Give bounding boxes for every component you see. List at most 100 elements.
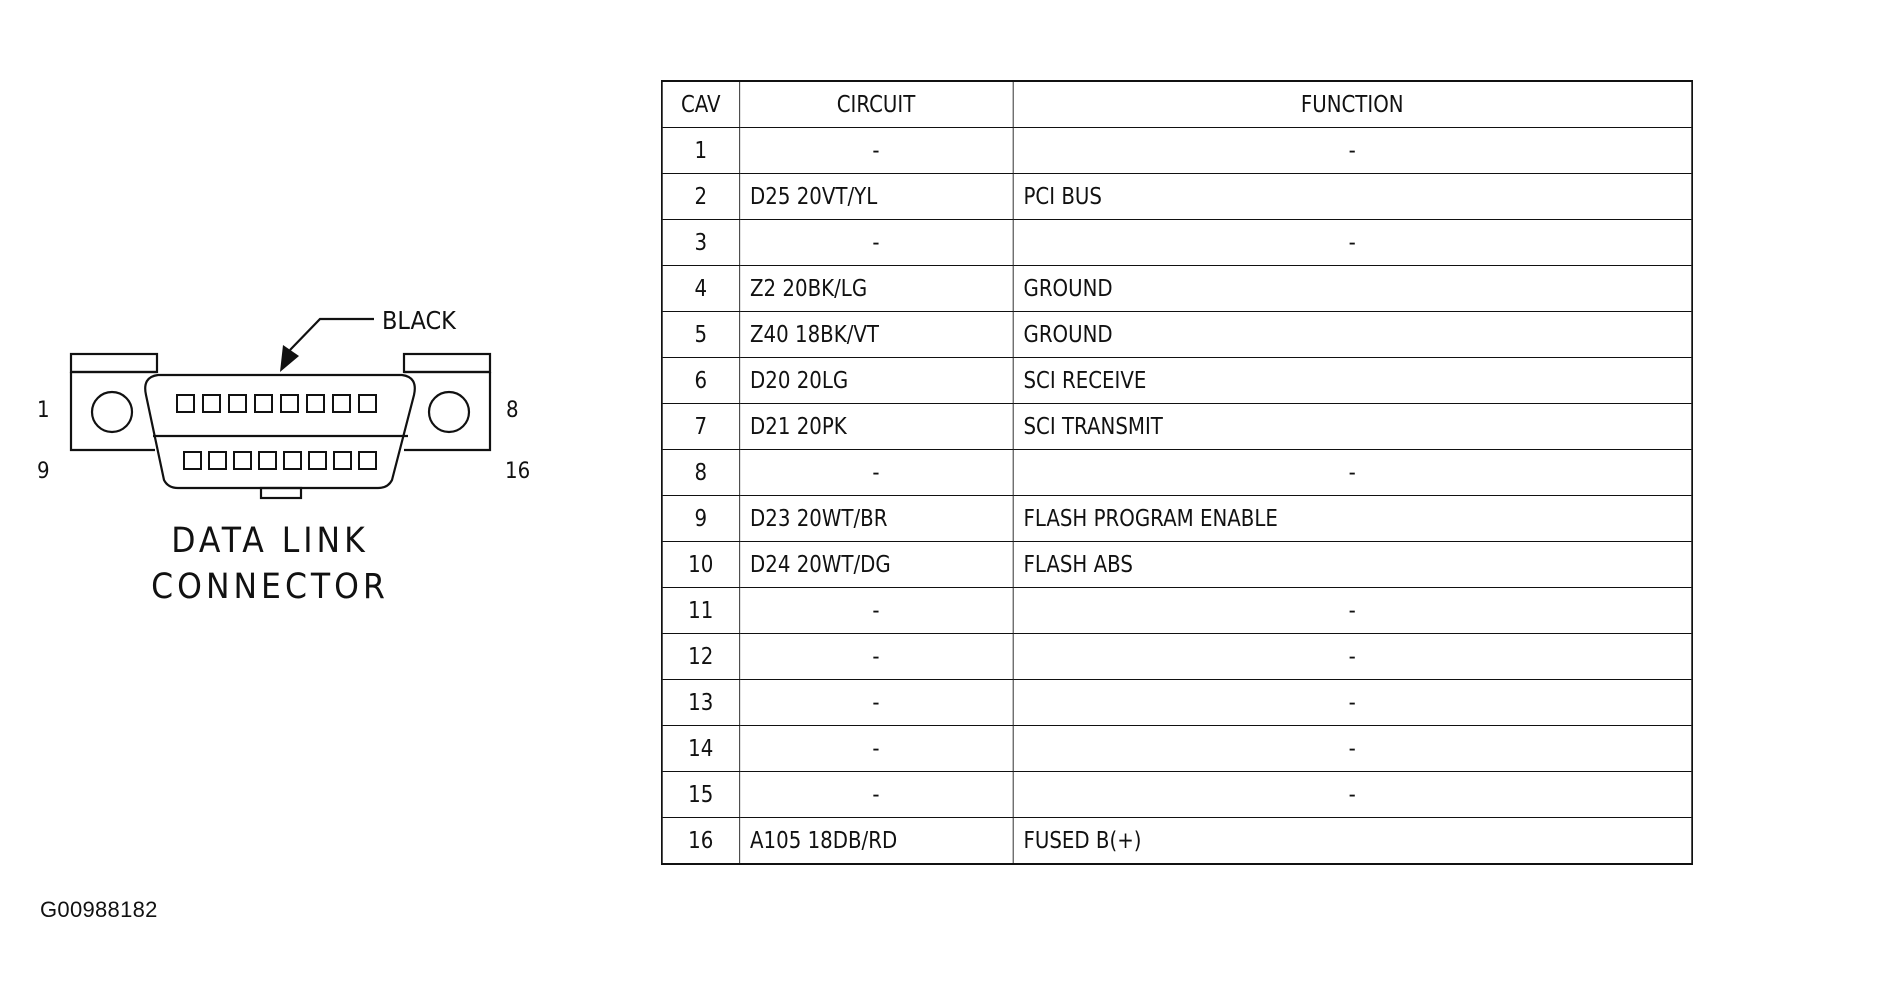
pin-row-top	[176, 394, 377, 413]
cell-cav: 8	[661, 449, 740, 496]
cell-circuit: Z40 18BK/VT	[738, 311, 1014, 358]
cell-circuit: D20 20LG	[738, 357, 1014, 404]
connector-pin-3	[228, 394, 247, 413]
cell-function: SCI TRANSMIT	[1012, 403, 1693, 450]
cell-circuit: -	[738, 587, 1014, 634]
table-row: 11--	[661, 587, 1693, 634]
connector-key	[259, 486, 303, 500]
connector-flanges	[69, 372, 492, 452]
cell-function: FLASH ABS	[1012, 541, 1693, 588]
right-mounting-hole	[427, 390, 471, 434]
connector-shell	[144, 373, 416, 490]
cell-cav: 11	[661, 587, 740, 634]
data-link-connector-diagram: BLACK 1 8 9 16 DATA LINK CONNECTOR	[37, 306, 530, 607]
connector-pin-1	[176, 394, 195, 413]
table-header-row: CAV CIRCUIT FUNCTION	[661, 80, 1693, 128]
cell-function: GROUND	[1012, 265, 1693, 312]
figure-id: G00988182	[40, 897, 158, 922]
cell-cav: 15	[661, 771, 740, 818]
cell-cav: 16	[661, 817, 740, 865]
connector-pin-11	[233, 451, 252, 470]
cell-function: GROUND	[1012, 311, 1693, 358]
cell-circuit: -	[738, 679, 1014, 726]
connector-pin-4	[254, 394, 273, 413]
cell-cav: 13	[661, 679, 740, 726]
cell-function: FUSED B(+)	[1012, 817, 1693, 865]
connector-pin-15	[333, 451, 352, 470]
table-row: 8--	[661, 449, 1693, 496]
cell-cav: 1	[661, 127, 740, 174]
connector-caption-line1: DATA LINK	[171, 521, 369, 561]
cell-cav: 5	[661, 311, 740, 358]
cell-circuit: -	[738, 127, 1014, 174]
table-row: 14--	[661, 725, 1693, 772]
connector-pin-9	[183, 451, 202, 470]
callout-leader-line	[289, 317, 374, 351]
header-function: FUNCTION	[1012, 80, 1693, 128]
connector-pin-6	[306, 394, 325, 413]
left-mounting-hole	[90, 390, 134, 434]
connector-pin-8	[358, 394, 377, 413]
cell-cav: 7	[661, 403, 740, 450]
cell-circuit: A105 18DB/RD	[738, 817, 1014, 865]
connector-pin-12	[258, 451, 277, 470]
header-circuit: CIRCUIT	[738, 80, 1014, 128]
cell-function: PCI BUS	[1012, 173, 1693, 220]
cell-function: SCI RECEIVE	[1012, 357, 1693, 404]
right-mounting-tab	[402, 352, 492, 374]
pin-row-bottom	[183, 451, 377, 470]
connector-pin-7	[332, 394, 351, 413]
header-cav: CAV	[661, 80, 740, 128]
connector-pin-2	[202, 394, 221, 413]
cell-circuit: -	[738, 771, 1014, 818]
connector-pin-13	[283, 451, 302, 470]
connector-pin-14	[308, 451, 327, 470]
table-row: 3--	[661, 219, 1693, 266]
connector-pin-16	[358, 451, 377, 470]
pin-label-16: 16	[505, 459, 530, 484]
cell-cav: 12	[661, 633, 740, 680]
cell-circuit: -	[738, 219, 1014, 266]
cell-function: -	[1012, 633, 1693, 680]
cell-cav: 3	[661, 219, 740, 266]
cell-cav: 9	[661, 495, 740, 542]
table-row: 12--	[661, 633, 1693, 680]
cell-function: -	[1012, 219, 1693, 266]
cell-function: -	[1012, 127, 1693, 174]
connector-caption-line2: CONNECTOR	[151, 567, 389, 607]
table-row: 15--	[661, 771, 1693, 818]
cell-cav: 6	[661, 357, 740, 404]
cell-circuit: D21 20PK	[738, 403, 1014, 450]
callout-label-black: BLACK	[382, 306, 457, 335]
cell-function: -	[1012, 449, 1693, 496]
cell-cav: 4	[661, 265, 740, 312]
connector-pin-10	[208, 451, 227, 470]
cell-circuit: D25 20VT/YL	[738, 173, 1014, 220]
cell-function: FLASH PROGRAM ENABLE	[1012, 495, 1693, 542]
cell-circuit: -	[738, 725, 1014, 772]
cell-function: -	[1012, 587, 1693, 634]
cell-cav: 2	[661, 173, 740, 220]
pin-label-1: 1	[37, 398, 50, 423]
cell-circuit: D23 20WT/BR	[738, 495, 1014, 542]
pin-label-9: 9	[37, 459, 50, 484]
callout-arrowhead	[280, 345, 299, 372]
pin-label-8: 8	[506, 398, 519, 423]
cell-circuit: D24 20WT/DG	[738, 541, 1014, 588]
cell-circuit: -	[738, 633, 1014, 680]
connector-pin-5	[280, 394, 299, 413]
cell-cav: 14	[661, 725, 740, 772]
cell-circuit: -	[738, 449, 1014, 496]
left-mounting-tab	[69, 352, 159, 374]
table-row: 13--	[661, 679, 1693, 726]
cell-function: -	[1012, 771, 1693, 818]
cell-function: -	[1012, 679, 1693, 726]
